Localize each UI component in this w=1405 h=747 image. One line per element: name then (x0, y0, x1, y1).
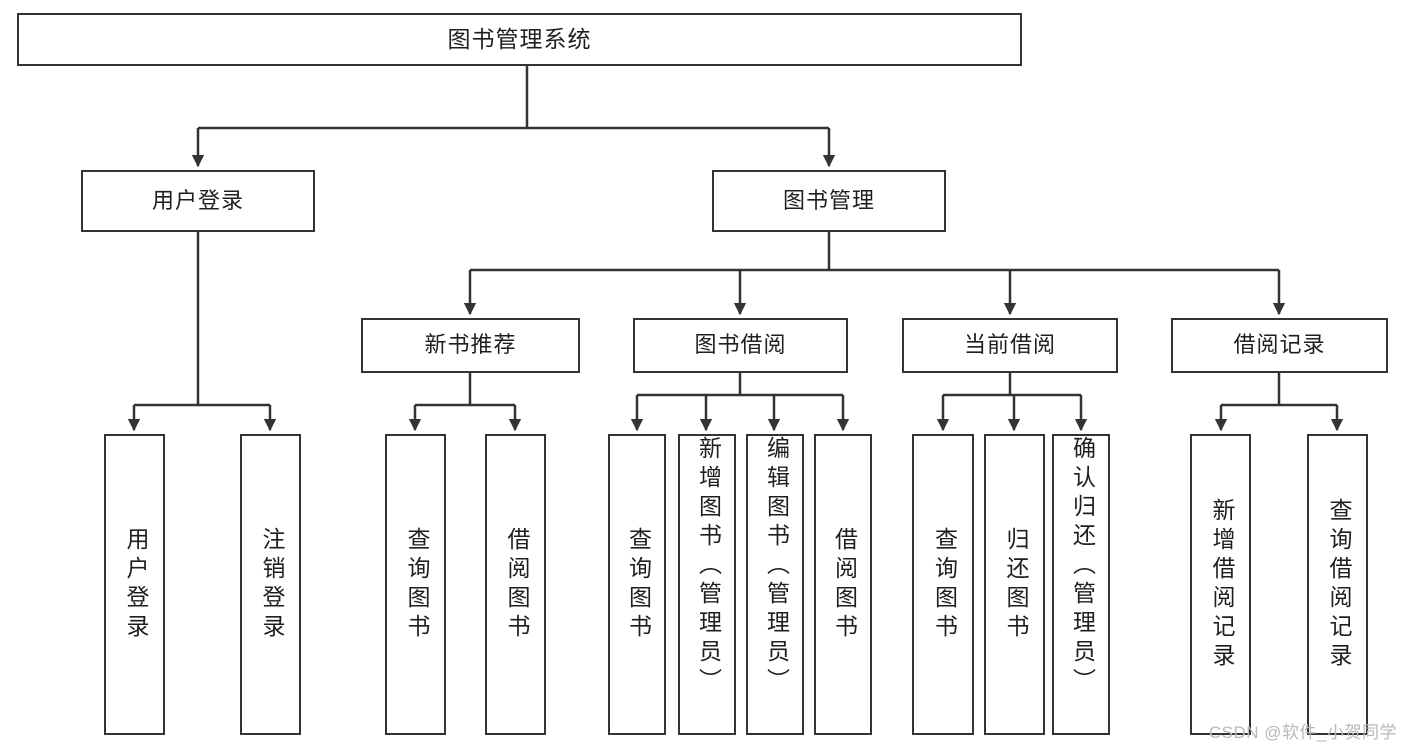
node-label: 查询借阅记录 (1326, 497, 1352, 672)
node-label: 编辑图书（管理员） (763, 436, 790, 697)
node-label: 用户登录 (123, 526, 149, 643)
node-label: 新增图书（管理员） (695, 436, 722, 697)
node-borrow-record[interactable]: 借阅记录 (1171, 318, 1388, 373)
node-label: 图书管理系统 (447, 25, 592, 52)
node-label: 确认归还（管理员） (1069, 436, 1096, 697)
node-label: 注销登录 (259, 526, 285, 643)
node-label: 新书推荐 (424, 332, 517, 358)
leaf-recommend-borrow-book[interactable]: 借阅图书 (485, 434, 546, 735)
node-label: 图书管理 (782, 187, 875, 213)
leaf-borrow-add-book-admin[interactable]: 新增图书（管理员） (678, 434, 736, 735)
node-label: 借阅记录 (1233, 332, 1326, 358)
node-root-system[interactable]: 图书管理系统 (17, 13, 1022, 66)
leaf-user-login[interactable]: 用户登录 (104, 434, 165, 735)
node-label: 用户登录 (151, 187, 244, 213)
leaf-current-query-book[interactable]: 查询图书 (912, 434, 974, 735)
leaf-user-logout[interactable]: 注销登录 (240, 434, 301, 735)
node-label: 查询图书 (931, 526, 958, 643)
node-label: 当前借阅 (963, 332, 1056, 358)
node-label: 图书借阅 (694, 332, 787, 358)
node-label: 查询图书 (625, 526, 652, 643)
node-book-management[interactable]: 图书管理 (712, 170, 946, 232)
leaf-current-confirm-return-admin[interactable]: 确认归还（管理员） (1052, 434, 1110, 735)
leaf-current-return-book[interactable]: 归还图书 (984, 434, 1045, 735)
node-new-book-recommend[interactable]: 新书推荐 (361, 318, 580, 373)
leaf-record-query-record[interactable]: 查询借阅记录 (1307, 434, 1368, 735)
node-user-login[interactable]: 用户登录 (81, 170, 315, 232)
node-label: 查询图书 (404, 526, 430, 643)
node-book-borrow[interactable]: 图书借阅 (633, 318, 848, 373)
node-label: 归还图书 (1003, 526, 1029, 643)
node-label: 借阅图书 (504, 526, 530, 643)
node-label: 新增借阅记录 (1209, 497, 1235, 672)
leaf-recommend-query-book[interactable]: 查询图书 (385, 434, 446, 735)
leaf-borrow-borrow-book[interactable]: 借阅图书 (814, 434, 872, 735)
leaf-record-add-record[interactable]: 新增借阅记录 (1190, 434, 1251, 735)
node-current-borrow[interactable]: 当前借阅 (902, 318, 1118, 373)
leaf-borrow-edit-book-admin[interactable]: 编辑图书（管理员） (746, 434, 804, 735)
node-label: 借阅图书 (831, 526, 858, 643)
csdn-watermark: CSDN @软件_小贺同学 (1208, 723, 1397, 742)
leaf-borrow-query-book[interactable]: 查询图书 (608, 434, 666, 735)
